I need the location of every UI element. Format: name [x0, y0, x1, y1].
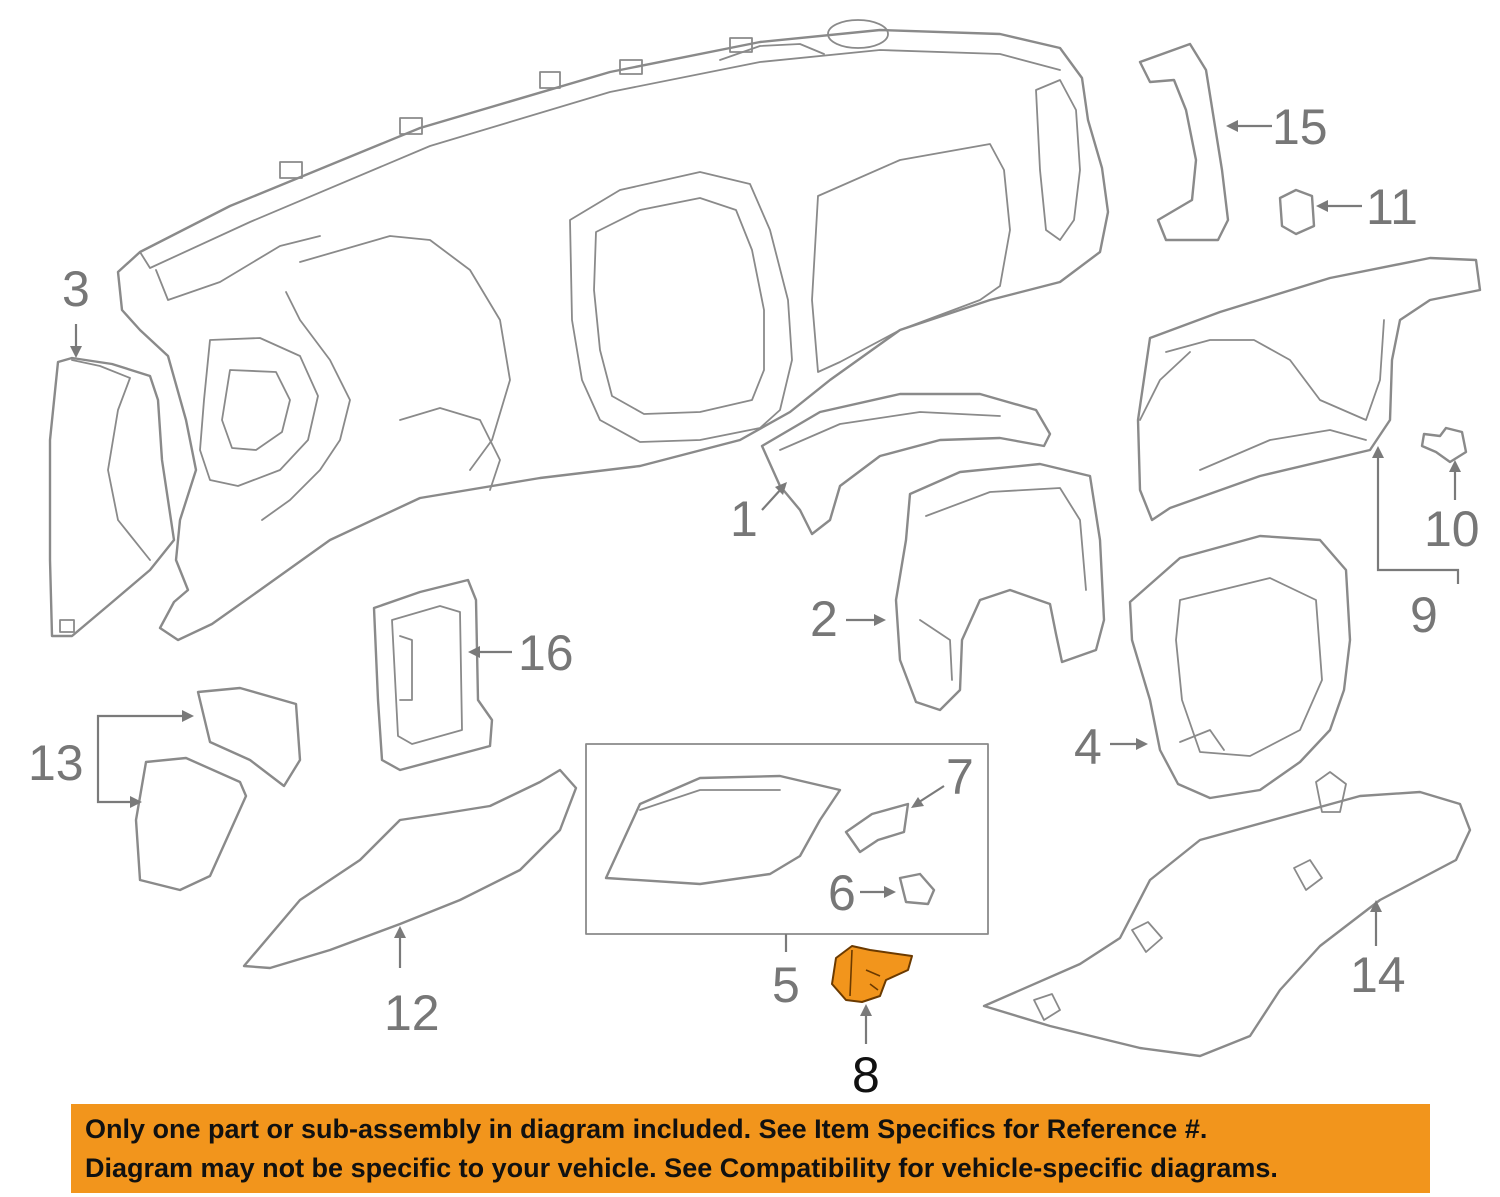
part-5-inset [585, 743, 989, 935]
part-14-insulator [982, 771, 1472, 1058]
part-15-pillar-trim [1138, 42, 1230, 242]
callout-13: 13 [28, 735, 84, 791]
callout-2: 2 [810, 591, 838, 647]
callout-14: 14 [1350, 947, 1406, 1003]
part-13-bracket-cover [134, 686, 302, 892]
callout-1: 1 [730, 491, 758, 547]
part-3-end-panel [48, 356, 176, 638]
part-12-knee-trim [242, 768, 578, 970]
leader-lines [70, 120, 1461, 1044]
part-4-column-trim [1128, 534, 1352, 800]
part-8-highlighted [831, 945, 913, 1003]
callout-16: 16 [518, 625, 574, 681]
callout-7: 7 [946, 749, 974, 805]
part-9-glove-box [1136, 256, 1482, 522]
instrument-panel-outline [116, 19, 1110, 642]
notice-line-1: Only one part or sub-assembly in diagram… [85, 1114, 1208, 1144]
part-11-clip [1278, 188, 1316, 236]
callout-11: 11 [1366, 179, 1418, 235]
part-1-trim-bezel [760, 392, 1052, 536]
callout-15: 15 [1272, 99, 1328, 155]
callout-3: 3 [62, 261, 90, 317]
callout-6: 6 [828, 865, 856, 921]
part-2-cluster-trim [894, 462, 1106, 712]
callout-4: 4 [1074, 719, 1102, 775]
notice-banner: Only one part or sub-assembly in diagram… [71, 1104, 1430, 1193]
callout-numbers: 1 2 3 4 5 6 7 8 9 10 11 12 13 14 15 16 [28, 99, 1480, 1103]
callout-8: 8 [852, 1047, 880, 1103]
callout-5: 5 [772, 957, 800, 1013]
part-16-vent-bezel [372, 578, 494, 772]
notice-line-2: Diagram may not be specific to your vehi… [85, 1153, 1278, 1183]
callout-9: 9 [1410, 587, 1438, 643]
callout-12: 12 [384, 985, 440, 1041]
part-10-fastener [1420, 426, 1468, 464]
callout-10: 10 [1424, 501, 1480, 557]
